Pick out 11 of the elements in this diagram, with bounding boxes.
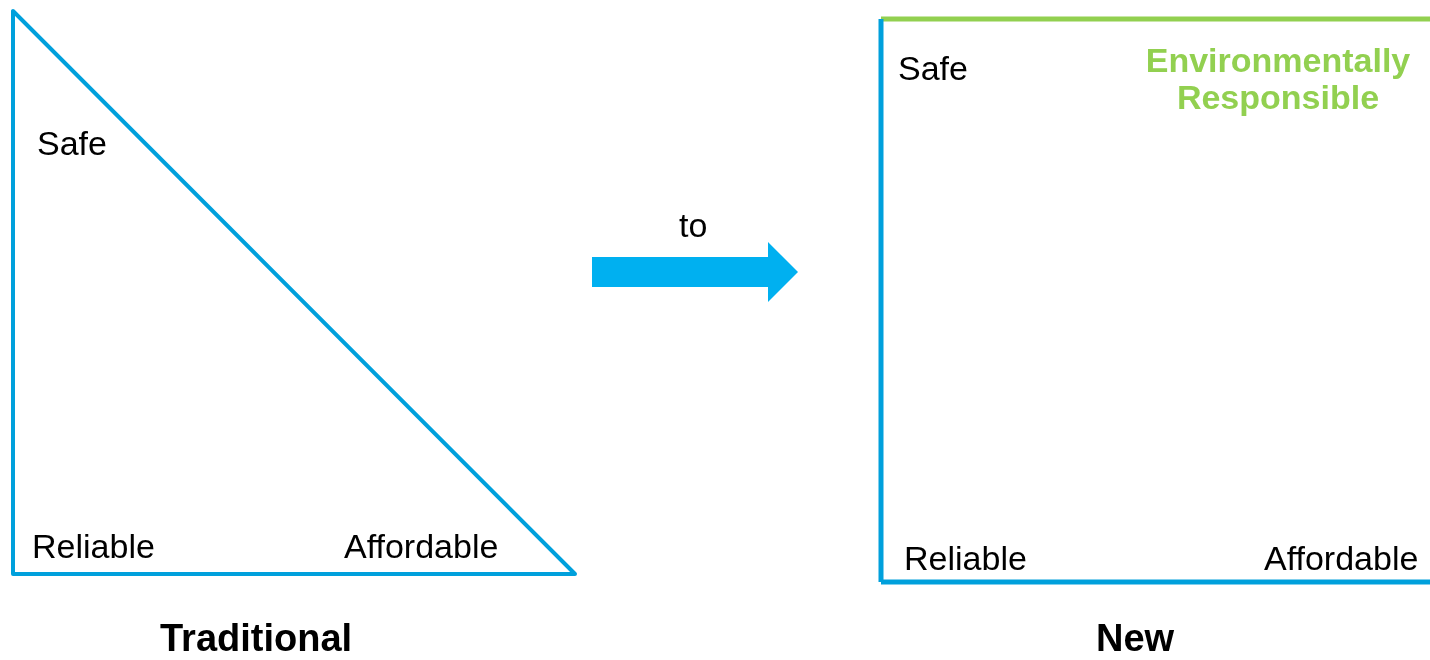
block-arrow xyxy=(592,242,798,302)
corner-label: Affordable xyxy=(344,528,499,566)
corner-label: Environmentally Responsible xyxy=(1144,42,1412,117)
corner-label: Safe xyxy=(898,50,968,88)
diagram-heading: New xyxy=(1096,618,1175,660)
diagram-heading: Traditional xyxy=(160,618,353,660)
corner-label: Reliable xyxy=(32,528,155,566)
corner-label: Safe xyxy=(37,125,107,163)
corner-label: Affordable xyxy=(1264,540,1419,578)
edge-label: to xyxy=(679,207,708,245)
corner-label: Reliable xyxy=(904,540,1027,578)
